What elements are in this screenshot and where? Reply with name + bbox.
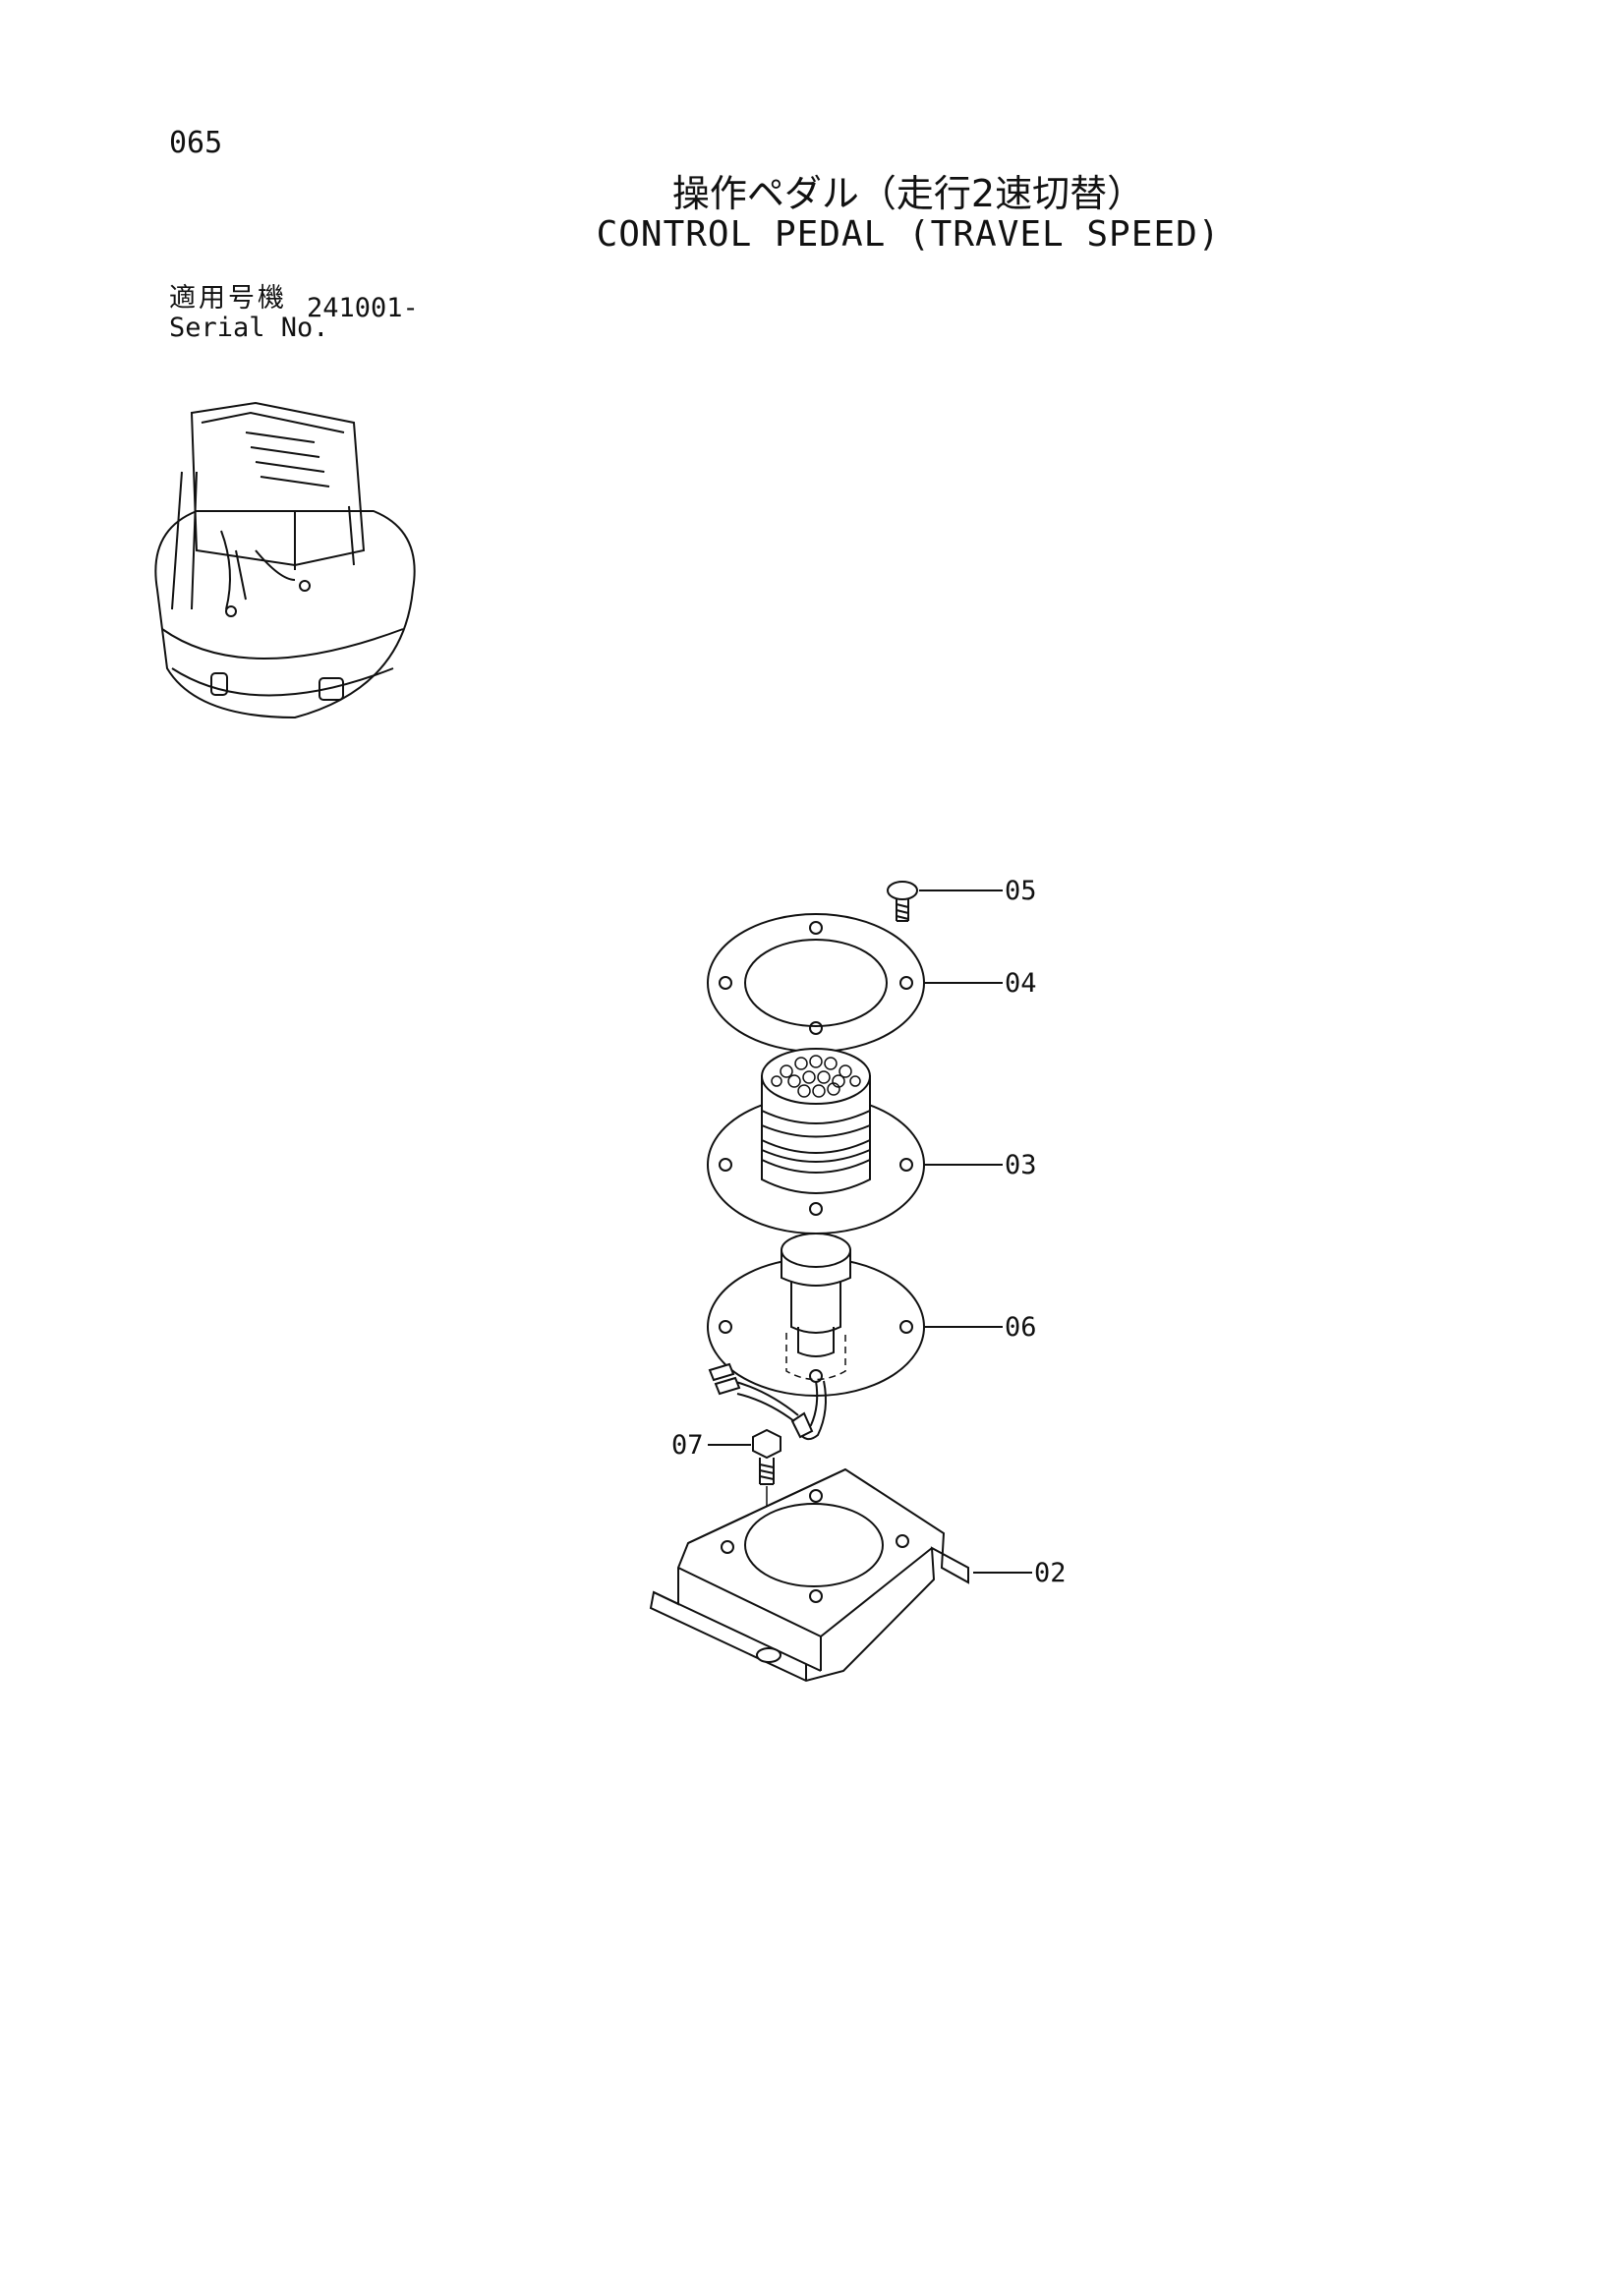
part-05-screw xyxy=(887,881,918,922)
part-03-pedal-rubber xyxy=(707,1048,925,1234)
serial-label-english: Serial No. xyxy=(169,313,329,343)
page-number: 065 xyxy=(169,126,223,160)
part-06-switch xyxy=(707,1233,925,1441)
serial-number-value: 241001- xyxy=(307,293,419,323)
callout-leaders xyxy=(708,890,1032,1574)
machine-location-icon xyxy=(154,401,416,719)
title-japanese: 操作ペダル（走行2速切替） xyxy=(671,172,1145,215)
title-english: CONTROL PEDAL (TRAVEL SPEED) xyxy=(596,214,1221,255)
callout-07: 07 xyxy=(671,1430,704,1461)
callout-03: 03 xyxy=(1005,1150,1037,1180)
callout-06: 06 xyxy=(1005,1312,1037,1343)
callout-02: 02 xyxy=(1034,1558,1067,1588)
serial-label-japanese: 適用号機 xyxy=(169,283,287,314)
callout-04: 04 xyxy=(1005,968,1037,999)
part-02-bracket xyxy=(649,1467,969,1683)
callout-05: 05 xyxy=(1005,876,1037,906)
part-04-flange-ring xyxy=(707,913,925,1053)
